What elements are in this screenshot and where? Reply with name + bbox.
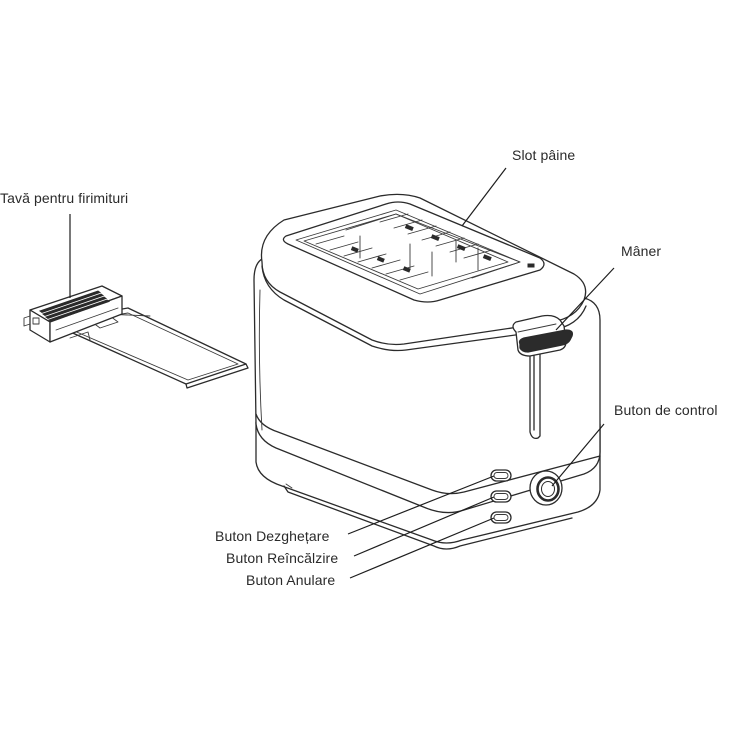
control-knob-label: Buton de control xyxy=(614,402,718,418)
bread-slot-label: Slot pâine xyxy=(512,147,576,163)
toaster-body xyxy=(253,193,601,550)
cancel-button-label: Buton Anulare xyxy=(246,572,336,588)
crumb-tray-label: Tavă pentru firimituri xyxy=(0,190,129,206)
function-buttons xyxy=(490,469,512,524)
control-knob xyxy=(529,470,563,506)
crumb-tray xyxy=(23,285,249,389)
leader-lines xyxy=(69,167,615,579)
reheat-button-label: Buton Reîncălzire xyxy=(226,550,339,566)
lever-label: Mâner xyxy=(621,243,662,259)
defrost-button-label: Buton Dezghețare xyxy=(215,528,330,544)
